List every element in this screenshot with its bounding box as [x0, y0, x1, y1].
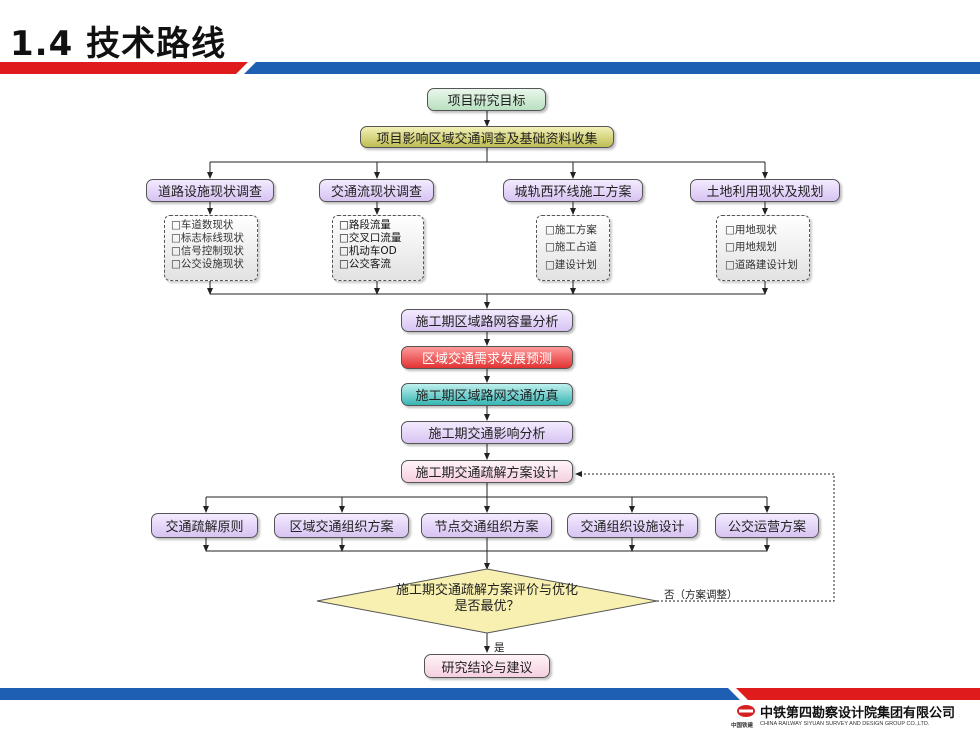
goal-node: 项目研究目标 — [427, 88, 546, 111]
list-item: □道路建设计划 — [725, 258, 798, 271]
list-item: □施工方案 — [545, 224, 597, 237]
decision-diamond — [316, 568, 658, 634]
measure-bus-operation: 公交运营方案 — [715, 513, 819, 538]
measure-regional-organization: 区域交通组织方案 — [274, 513, 409, 538]
decision-line-1: 施工期交通疏解方案评价与优化 — [395, 583, 578, 598]
detail-traffic-flow: □路段流量 □交叉口流量 □机动车OD □公交客流 — [332, 215, 424, 281]
list-item: □施工占道 — [545, 241, 597, 254]
measure-node-organization: 节点交通组织方案 — [421, 513, 552, 538]
branch-land-use: 土地利用现状及规划 — [690, 179, 840, 202]
detail-land-use: □用地现状 □用地规划 □道路建设计划 — [716, 215, 810, 281]
measure-principles: 交通疏解原则 — [151, 513, 258, 538]
footer-company-name: 中铁第四勘察设计院集团有限公司 — [760, 706, 956, 721]
list-item: □信号控制现状 — [171, 245, 244, 257]
footer-group-name: 中国铁建 — [731, 723, 754, 729]
footer-company-english-text: CHINA RAILWAY SIYUAN SURVEY AND DESIGN G… — [760, 721, 930, 727]
footer-company-english: CHINA RAILWAY SIYUAN SURVEY AND DESIGN G… — [760, 721, 929, 727]
demand-node: 区域交通需求发展预测 — [401, 346, 573, 369]
detail-road-facilities: □车道数现状 □标志标线现状 □信号控制现状 □公交设施现状 — [164, 215, 258, 281]
capacity-node: 施工期区域路网容量分析 — [401, 309, 573, 332]
branch-construction-plan: 城轨西环线施工方案 — [503, 179, 643, 202]
list-item: □机动车OD — [339, 245, 397, 257]
list-item: □用地规划 — [725, 241, 777, 254]
list-item: □路段流量 — [339, 219, 391, 231]
list-item: □交叉口流量 — [339, 232, 402, 244]
decision-line-2: 是否最优？ — [454, 599, 520, 614]
decision-text: 施工期交通疏解方案评价与优化 是否最优？ — [360, 583, 614, 615]
header-band — [0, 62, 980, 74]
measure-facility-design: 交通组织设施设计 — [567, 513, 698, 538]
conclusion-node: 研究结论与建议 — [424, 654, 550, 678]
list-item: □用地现状 — [725, 224, 777, 237]
impact-node: 施工期交通影响分析 — [401, 421, 573, 444]
yes-label: 是 — [494, 642, 505, 654]
list-item: □建设计划 — [545, 258, 597, 271]
list-item: □公交设施现状 — [171, 258, 244, 270]
branch-traffic-flow: 交通流现状调查 — [319, 179, 434, 202]
page-title: 1.4 技术路线 — [10, 24, 227, 64]
footer-band — [0, 688, 980, 700]
list-item: □标志标线现状 — [171, 232, 244, 244]
list-item: □公交客流 — [339, 258, 391, 270]
list-item: □车道数现状 — [171, 219, 234, 231]
detail-construction-plan: □施工方案 □施工占道 □建设计划 — [536, 215, 610, 281]
branch-road-facilities: 道路设施现状调查 — [146, 179, 274, 202]
survey-node: 项目影响区域交通调查及基础资料收集 — [360, 126, 614, 148]
company-logo-icon — [737, 705, 755, 717]
no-label: 否（方案调整） — [664, 589, 738, 601]
design-node: 施工期交通疏解方案设计 — [401, 460, 573, 483]
simulation-node: 施工期区域路网交通仿真 — [401, 383, 573, 406]
